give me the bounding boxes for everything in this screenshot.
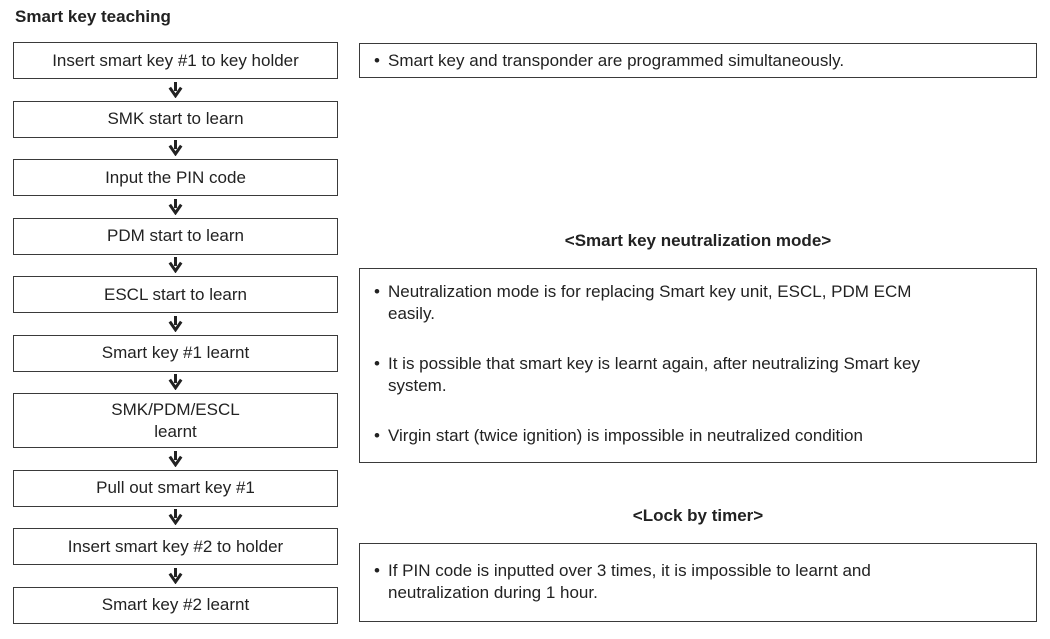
bullet-icon: • [374,50,380,70]
flow-step-input-pin: Input the PIN code [13,159,338,196]
flow-step-pull-out-key1: Pull out smart key #1 [13,469,338,507]
down-arrow-icon [13,255,338,277]
down-arrow-icon [13,138,338,160]
note-text: Neutralization mode is for replacing Sma… [388,282,912,323]
bullet-icon: • [374,282,380,301]
note-bullet: • It is possible that smart key is learn… [374,353,1020,397]
note-text: If PIN code is inputted over 3 times, it… [388,561,871,602]
bullet-icon: • [374,426,380,445]
note-text: Smart key and transponder are programmed… [388,50,845,70]
note-bullet: • Smart key and transponder are programm… [374,50,844,72]
bullet-icon: • [374,561,380,580]
note-neutralization-mode: • Neutralization mode is for replacing S… [359,268,1037,463]
note-text: It is possible that smart key is learnt … [388,354,920,395]
flow-step-insert-key1: Insert smart key #1 to key holder [13,42,338,79]
down-arrow-icon [13,79,338,101]
note-text: Virgin start (twice ignition) is impossi… [388,426,863,445]
note-bullet: • Virgin start (twice ignition) is impos… [374,425,1020,447]
down-arrow-icon [13,448,338,470]
down-arrow-icon [13,313,338,335]
flow-step-key1-learnt: Smart key #1 learnt [13,334,338,372]
down-arrow-icon [13,196,338,218]
note-lock-by-timer: • If PIN code is inputted over 3 times, … [359,543,1037,622]
bullet-icon: • [374,354,380,373]
note-bullet: • Neutralization mode is for replacing S… [374,281,1020,325]
flow-step-smk-start: SMK start to learn [13,100,338,138]
heading-lock-by-timer: <Lock by timer> [632,506,764,525]
flow-step-smk-pdm-escl-learnt: SMK/PDM/ESCL learnt [13,393,338,448]
flow-step-key2-learnt: Smart key #2 learnt [13,586,338,624]
down-arrow-icon [13,565,338,587]
flow-step-escl-start: ESCL start to learn [13,276,338,313]
down-arrow-icon [13,507,338,529]
down-arrow-icon [13,372,338,394]
heading-neutralization-mode: <Smart key neutralization mode> [564,231,832,250]
page-title: Smart key teaching [15,7,171,26]
note-bullet: • If PIN code is inputted over 3 times, … [374,560,1020,604]
smart-key-teaching-flowchart: Insert smart key #1 to key holder SMK st… [13,42,338,624]
flow-step-pdm-start: PDM start to learn [13,217,338,255]
flow-step-insert-key2: Insert smart key #2 to holder [13,528,338,565]
note-simultaneous-programming: • Smart key and transponder are programm… [359,43,1037,78]
